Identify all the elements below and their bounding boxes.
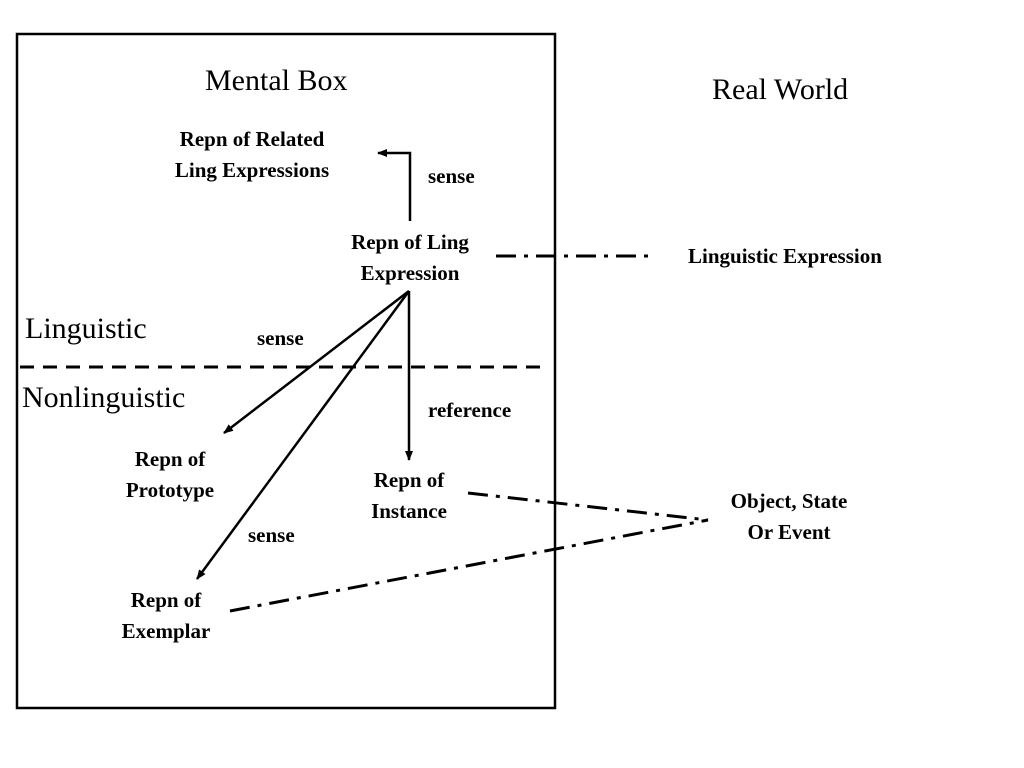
link-instance-object [467, 491, 709, 522]
mental-box-frame [15, 32, 557, 710]
real-world-title: Real World [712, 73, 849, 106]
linguistic-label: Linguistic [25, 312, 147, 345]
edge-label-reference: reference [428, 398, 512, 422]
edge-label-sense-exemplar: sense [248, 523, 295, 547]
node-object-line2: Or Event [747, 520, 831, 544]
node-instance-line2: Instance [371, 499, 447, 523]
node-repn-ling-line2: Expression [360, 261, 460, 285]
node-repn-exemplar: Repn of Exemplar [104, 585, 228, 647]
node-instance-line1: Repn of [373, 468, 445, 492]
edge-label-sense-prototype: sense [257, 326, 304, 350]
mental-box-title: Mental Box [205, 64, 348, 97]
node-exemplar-line1: Repn of [130, 588, 202, 612]
node-repn-instance: Repn of Instance [352, 465, 466, 527]
node-linguistic-expression: Linguistic Expression [688, 244, 882, 268]
node-repn-ling-expression: Repn of Ling Expression [328, 227, 492, 289]
node-object-line1: Object, State [730, 489, 848, 513]
node-prototype-line1: Repn of [134, 447, 206, 471]
node-exemplar-line2: Exemplar [121, 619, 211, 643]
node-prototype-line2: Prototype [125, 478, 215, 502]
nonlinguistic-label: Nonlinguistic [22, 381, 186, 414]
node-related-ling-line1: Repn of Related [179, 127, 325, 151]
link-exemplar-object [229, 518, 709, 613]
arrow-sense-related [377, 149, 412, 221]
node-object-state-event: Object, State Or Event [708, 486, 870, 548]
node-repn-prototype: Repn of Prototype [108, 444, 232, 506]
arrow-sense-prototype [223, 290, 410, 434]
arrow-sense-exemplar [195, 290, 411, 580]
node-related-ling-expressions: Repn of Related Ling Expressions [150, 124, 354, 186]
edge-label-sense-related: sense [428, 164, 475, 188]
node-related-ling-line2: Ling Expressions [174, 158, 330, 182]
node-repn-ling-line1: Repn of Ling [351, 230, 469, 254]
